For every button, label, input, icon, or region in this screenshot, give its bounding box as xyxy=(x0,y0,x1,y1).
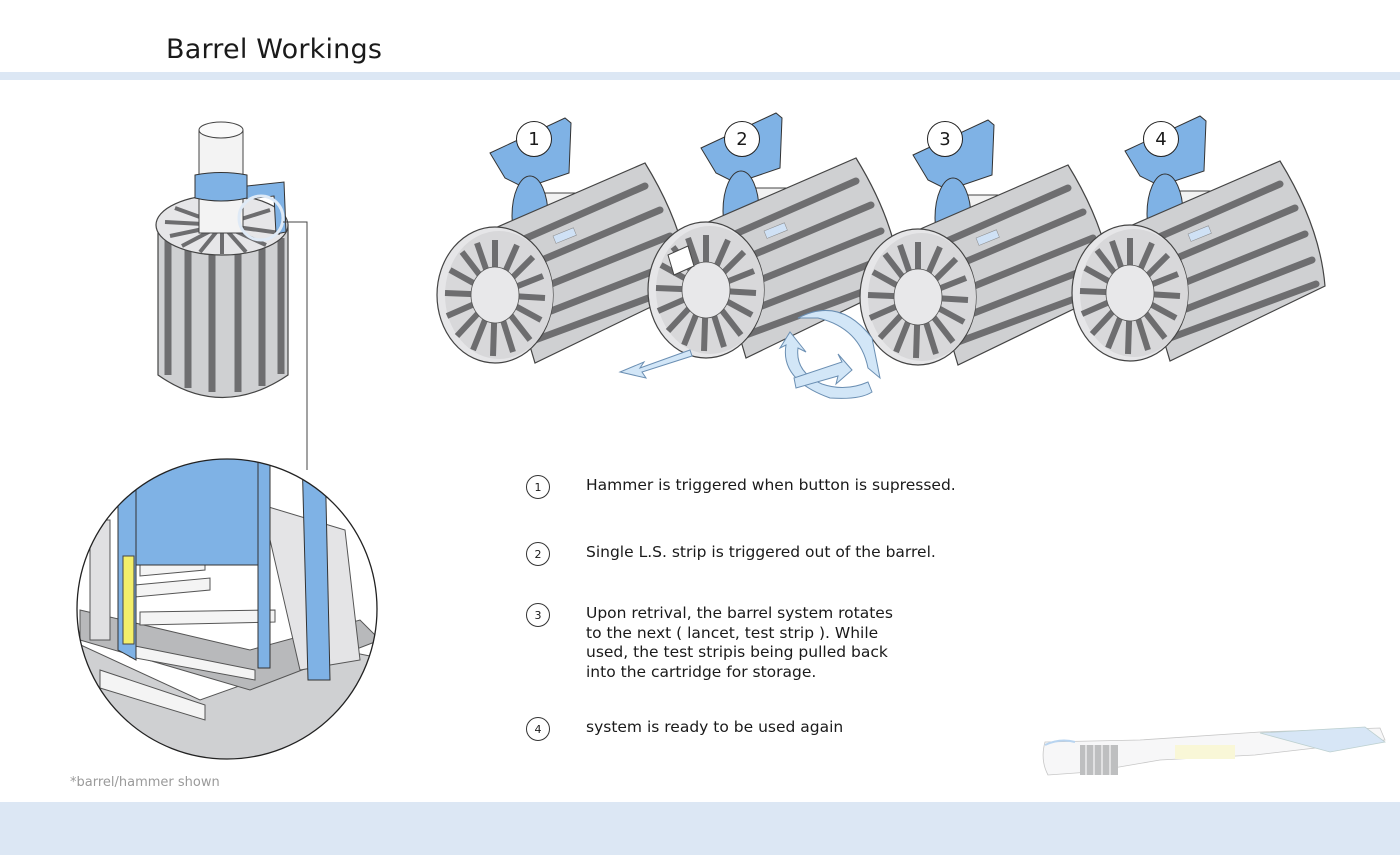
step-bullet: 1 xyxy=(526,475,550,499)
step-bullet: 4 xyxy=(526,717,550,741)
barrel-stage-1 xyxy=(437,118,690,363)
page-title: Barrel Workings xyxy=(166,34,383,65)
eject-arrow xyxy=(618,349,693,379)
ejected-strip xyxy=(667,245,695,276)
stage-number-3: 3 xyxy=(927,121,963,157)
step-item-2: 2 Single L.S. strip is triggered out of … xyxy=(526,542,966,566)
rotation-arrows xyxy=(778,310,881,399)
step-description: Hammer is triggered when button is supre… xyxy=(586,476,956,494)
step-item-3: 3 Upon retrival, the barrel system rotat… xyxy=(526,603,966,682)
step-description: system is ready to be used again xyxy=(586,718,844,736)
step-item-4: 4 system is ready to be used again xyxy=(526,717,966,741)
stage-number-4: 4 xyxy=(1143,121,1179,157)
device-preview xyxy=(1042,726,1386,776)
barrel-stage-4 xyxy=(1072,116,1325,361)
header-rule xyxy=(0,72,1400,80)
footnote: *barrel/hammer shown xyxy=(70,775,220,790)
step-description: Upon retrival, the barrel system rotates… xyxy=(586,604,893,681)
step-bullet: 3 xyxy=(526,603,550,627)
footer-band xyxy=(0,802,1400,855)
stage-number-1: 1 xyxy=(516,121,552,157)
stage-number-2: 2 xyxy=(724,121,760,157)
barrel-vertical-illustration xyxy=(155,121,289,398)
step-item-1: 1 Hammer is triggered when button is sup… xyxy=(526,475,966,499)
zoom-detail-circle xyxy=(76,458,378,760)
barrel-stage-3 xyxy=(860,120,1113,365)
step-bullet: 2 xyxy=(526,542,550,566)
step-description: Single L.S. strip is triggered out of th… xyxy=(586,543,936,561)
zoom-leader-line xyxy=(283,221,308,470)
